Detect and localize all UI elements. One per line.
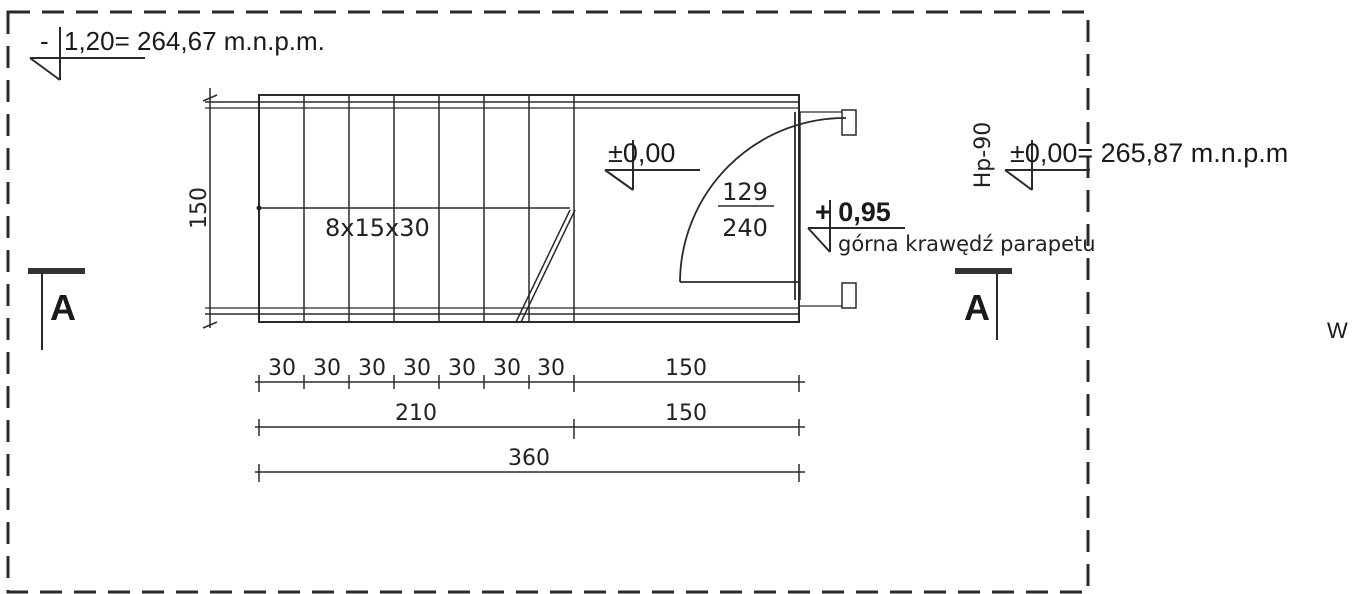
dimension-150-vertical: 150	[187, 187, 212, 229]
level-marker-right: ±0,00= 265,87 m.n.p.m	[1004, 138, 1288, 191]
dimension-row-2: 210 150	[255, 401, 805, 439]
level-text-landing: ±0,00	[608, 138, 675, 168]
sill-note: górna krawędź parapetu	[838, 232, 1096, 256]
window-label: Hp-90	[971, 122, 996, 188]
dimension-30-4: 30	[403, 356, 431, 381]
door-height: 240	[722, 214, 768, 242]
door-width: 129	[722, 178, 768, 206]
dimension-150-row1: 150	[665, 356, 707, 381]
side-letter: W	[1327, 318, 1348, 343]
section-marker-left: A	[28, 268, 85, 350]
dimension-360: 360	[508, 446, 550, 471]
dimension-30-3: 30	[358, 356, 386, 381]
dimension-30-1: 30	[268, 356, 296, 381]
section-letter-right: A	[964, 287, 990, 328]
dimension-row-3: 360	[255, 446, 805, 482]
dimension-30-7: 30	[537, 356, 565, 381]
dimension-30-2: 30	[313, 356, 341, 381]
dimension-30-6: 30	[493, 356, 521, 381]
level-marker-sill: + 0,95 górna krawędź parapetu	[807, 197, 1096, 256]
level-text-right: ±0,00= 265,87 m.n.p.m	[1010, 138, 1288, 168]
dimension-30-5: 30	[448, 356, 476, 381]
level-sign-top-left: -	[40, 26, 49, 56]
dashed-boundary	[6, 10, 1090, 594]
level-text-sill: + 0,95	[815, 197, 891, 227]
level-text-top-left: 1,20= 264,67 m.n.p.m.	[64, 26, 325, 56]
stair-label: 8x15x30	[325, 214, 430, 242]
level-marker-landing: ±0,00	[604, 138, 700, 191]
door-symbol: 129 240	[679, 109, 857, 309]
dimension-210: 210	[395, 401, 437, 426]
section-letter-left: A	[50, 287, 76, 328]
dimension-row-1: 30 30 30 30 30 30 30 150	[255, 356, 805, 392]
staircase-plan: 8x15x30	[205, 94, 800, 323]
level-marker-top-left: - 1,20= 264,67 m.n.p.m.	[29, 26, 325, 81]
section-marker-right: A	[955, 268, 1012, 340]
dimension-height-left: 150	[187, 88, 218, 329]
dimension-150-row2: 150	[665, 401, 707, 426]
